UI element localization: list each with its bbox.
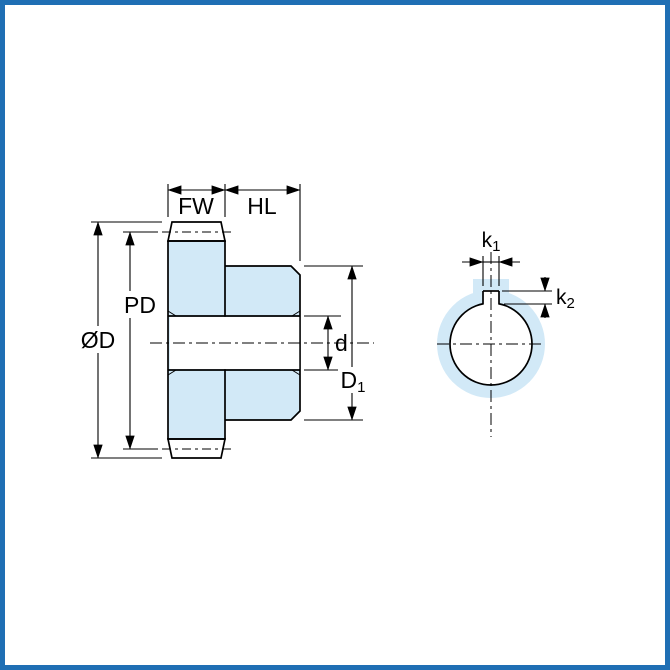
label-fw: FW xyxy=(178,193,214,219)
bore-end-view xyxy=(437,252,545,437)
label-k2-sub: 2 xyxy=(567,295,575,312)
bore-chamfer-right-bottom xyxy=(291,369,301,376)
label-k2: k2 xyxy=(556,286,575,312)
label-d1-sub: 1 xyxy=(357,379,365,396)
section-dimensions: FW HL ØD PD d D1 xyxy=(79,184,369,459)
label-d1-base: D xyxy=(341,367,358,393)
bore-chamfer-right-top xyxy=(291,310,301,317)
gear-cross-section-view xyxy=(150,221,374,459)
label-k1-sub: 1 xyxy=(492,238,500,255)
bore-chamfer-left-bottom xyxy=(167,369,177,376)
label-od-bg xyxy=(79,326,118,353)
bore-chamfer-left-top xyxy=(167,310,177,317)
label-k1-base: k xyxy=(482,229,493,252)
label-hl: HL xyxy=(247,193,277,219)
label-k1: k1 xyxy=(482,229,501,255)
keyway-slot xyxy=(483,290,499,305)
label-d1-bg xyxy=(338,367,369,393)
tooth-cap-bottom xyxy=(166,438,227,459)
label-d1: D1 xyxy=(341,367,366,396)
label-pd: PD xyxy=(124,292,156,318)
label-pd-bg xyxy=(121,291,159,318)
label-d: d xyxy=(335,330,348,356)
tooth-cap-top xyxy=(166,221,227,242)
label-k2-base: k xyxy=(556,286,567,309)
label-od: ØD xyxy=(81,327,116,353)
end-view-dimensions: k1 k2 xyxy=(462,229,575,318)
